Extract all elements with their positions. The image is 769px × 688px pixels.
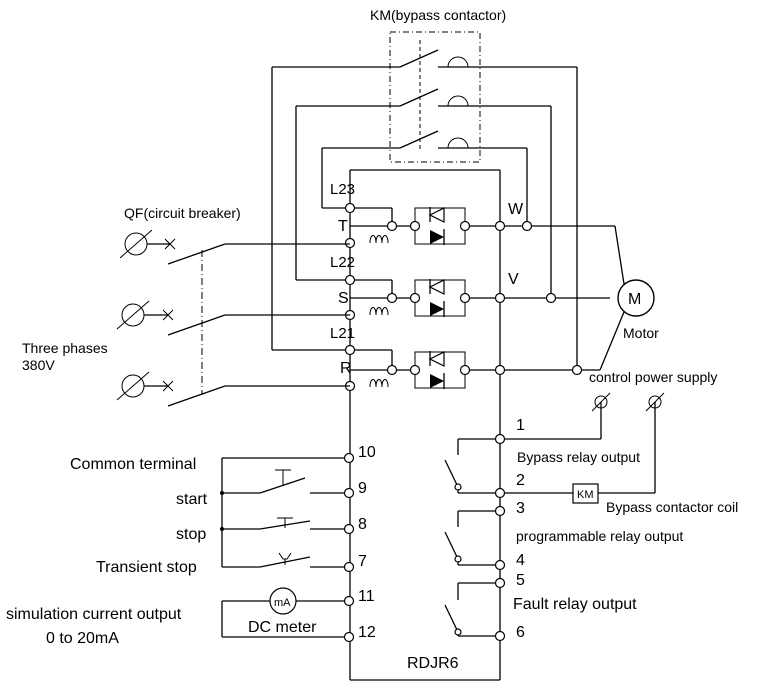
dc-meter-label: DC meter: [248, 619, 317, 636]
terminal-2: 2: [516, 472, 525, 489]
bypass-relay-label: Bypass relay output: [517, 449, 640, 465]
motor: M: [577, 225, 655, 371]
start-label: start: [176, 491, 208, 508]
terminal-8: 8: [358, 516, 367, 533]
terminal-6: 6: [516, 624, 525, 641]
relay-outputs: [444, 392, 665, 637]
qf-label: QF(circuit breaker): [124, 205, 241, 221]
l21-label: L21: [330, 325, 355, 342]
bypass-contactor-km: [272, 31, 577, 163]
model-label: RDJR6: [407, 655, 459, 672]
terminal-5: 5: [516, 572, 525, 589]
l22-label: L22: [330, 254, 355, 271]
terminal-1: 1: [516, 417, 525, 434]
circuit-breaker-qf: [116, 229, 350, 407]
motor-label: Motor: [623, 325, 659, 341]
transient-stop-label: Transient stop: [96, 559, 197, 576]
programmable-relay-label: programmable relay output: [516, 528, 683, 544]
km-bypass-label: KM(bypass contactor): [370, 7, 506, 23]
l23-label: L23: [330, 181, 355, 198]
sim-current-label: simulation current output: [6, 606, 182, 623]
terminal-12: 12: [358, 624, 376, 641]
s-label: S: [338, 290, 349, 307]
km-coil-symbol: KM: [577, 489, 594, 501]
three-phases-label: Three phases: [22, 340, 108, 356]
common-terminal-label: Common terminal: [70, 456, 196, 473]
terminal-4: 4: [516, 552, 525, 569]
terminal-3: 3: [516, 500, 525, 517]
terminal-10: 10: [358, 444, 376, 461]
t-label: T: [338, 218, 348, 235]
phase-terminals: [344, 202, 583, 392]
v-label: V: [508, 271, 519, 288]
terminal-9: 9: [358, 480, 367, 497]
r-label: R: [340, 360, 352, 377]
fault-relay-label: Fault relay output: [513, 596, 637, 613]
ma-symbol: mA: [274, 597, 291, 609]
terminal-7: 7: [358, 553, 367, 570]
w-label: W: [508, 201, 524, 218]
control-terminals: [220, 452, 355, 643]
range-label: 0 to 20mA: [46, 630, 119, 647]
control-power-label: control power supply: [589, 369, 717, 385]
terminal-11: 11: [358, 588, 375, 605]
relay-terminals: [454, 433, 506, 642]
control-wiring: mA: [221, 457, 345, 638]
bypass-wiring: [271, 67, 578, 370]
motor-symbol: M: [628, 291, 641, 308]
stop-label: stop: [176, 526, 206, 543]
bypass-coil-label: Bypass contactor coil: [606, 499, 738, 515]
voltage-label: 380V: [22, 357, 55, 373]
soft-starter-body: [349, 169, 501, 681]
